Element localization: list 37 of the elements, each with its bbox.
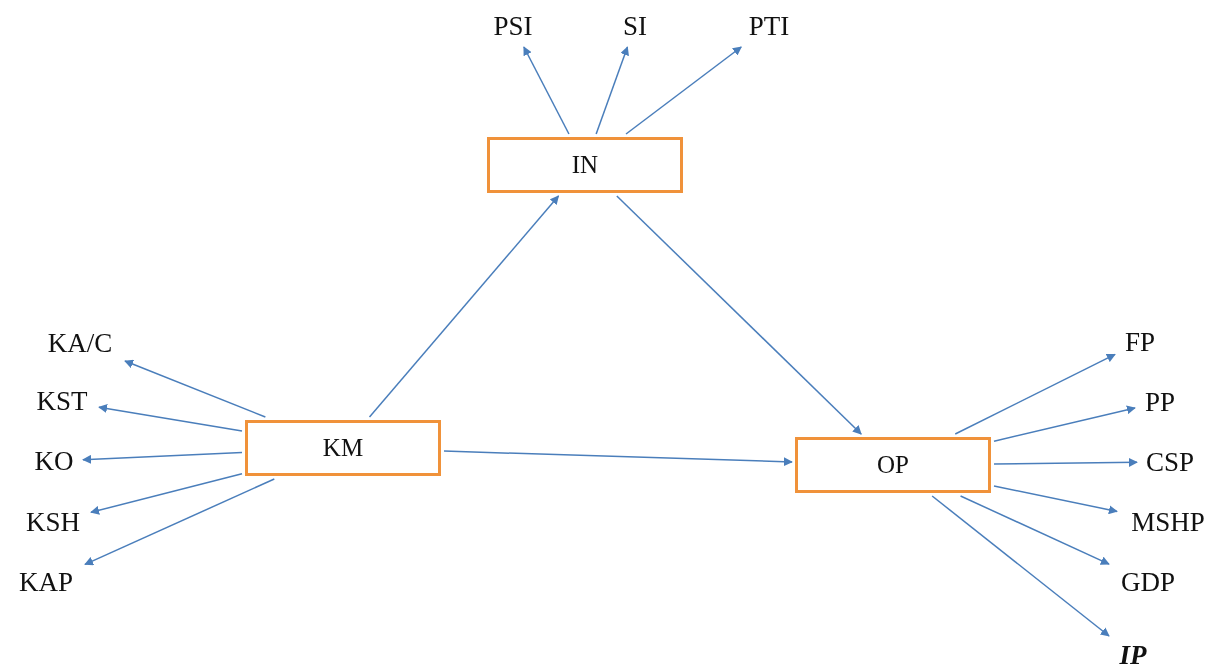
arrow xyxy=(993,485,1118,515)
box-label: IN xyxy=(571,151,599,179)
arrow xyxy=(616,195,862,435)
box-label: KM xyxy=(322,434,364,462)
indicator-label: KST xyxy=(28,383,96,419)
indicator-label: FP xyxy=(1118,324,1162,360)
arrow xyxy=(959,495,1110,565)
indicator-label: MSHP xyxy=(1120,504,1216,540)
indicator-label: KAP xyxy=(10,564,82,600)
arrow xyxy=(443,450,793,467)
indicator-label: IP xyxy=(1112,638,1154,671)
arrow xyxy=(931,495,1110,637)
indicator-label: KA/C xyxy=(38,325,122,361)
arrow xyxy=(625,46,742,135)
concept-box xyxy=(487,137,683,193)
indicator-label: PSI xyxy=(486,8,540,44)
arrow xyxy=(124,359,267,418)
arrow xyxy=(90,473,243,515)
arrow xyxy=(993,405,1136,442)
concept-box xyxy=(795,437,991,493)
arrow xyxy=(98,404,243,432)
indicator-label: PP xyxy=(1138,384,1182,420)
arrow xyxy=(82,451,243,464)
arrow xyxy=(523,46,570,135)
arrow xyxy=(368,195,560,418)
arrow xyxy=(595,46,629,135)
box-label: OP xyxy=(877,451,909,479)
indicator-label: PTI xyxy=(742,8,796,44)
arrow xyxy=(993,457,1138,467)
arrow xyxy=(84,478,276,566)
indicator-label: CSP xyxy=(1140,444,1200,480)
indicator-label: SI xyxy=(617,8,653,44)
indicator-label: KSH xyxy=(18,504,88,540)
concept-box xyxy=(245,420,441,476)
indicator-label: GDP xyxy=(1112,564,1184,600)
indicator-label: KO xyxy=(28,443,80,479)
arrow xyxy=(954,353,1116,435)
